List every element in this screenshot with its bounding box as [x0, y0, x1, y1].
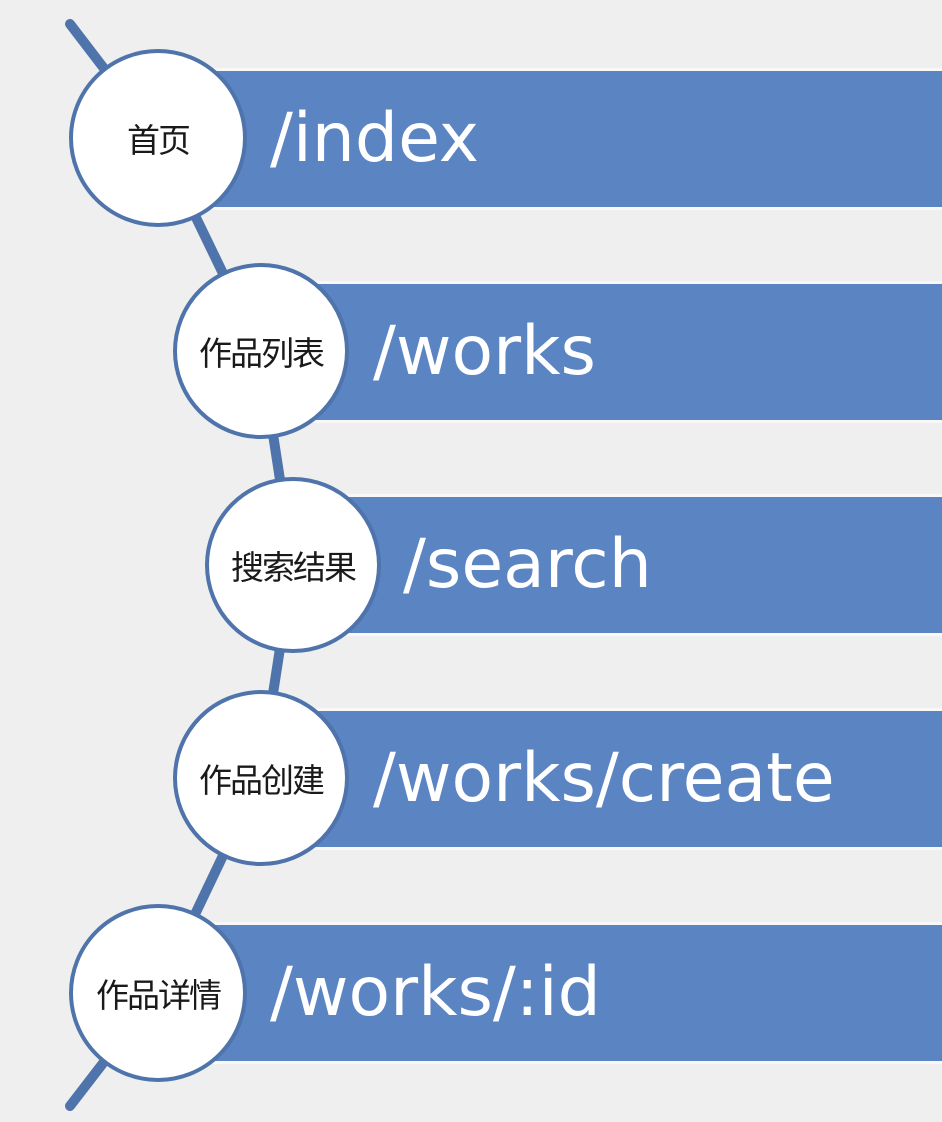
page-name-label: 作品详情 [96, 976, 222, 1015]
page-node-search-results: 搜索结果 [205, 477, 381, 653]
page-node-works-create: 作品创建 [173, 690, 349, 866]
page-name-label: 作品列表 [199, 334, 325, 373]
route-path-label: /works/create [373, 739, 835, 818]
route-bar-works: /works [305, 284, 942, 420]
page-name-label: 首页 [127, 121, 191, 160]
page-name-label: 作品创建 [199, 761, 325, 800]
page-name-label: 搜索结果 [231, 548, 357, 587]
route-path-label: /index [270, 99, 479, 178]
route-path-label: /works [373, 312, 596, 391]
route-path-label: /works/:id [270, 953, 601, 1032]
page-node-works-list: 作品列表 [173, 263, 349, 439]
route-bar-index: /index [200, 71, 942, 207]
page-node-home: 首页 [69, 49, 247, 227]
page-node-works-detail: 作品详情 [69, 904, 247, 1082]
route-bar-search: /search [335, 497, 942, 633]
route-bar-works-detail: /works/:id [200, 925, 942, 1061]
route-path-label: /search [403, 525, 652, 604]
route-bar-works-create: /works/create [305, 711, 942, 847]
